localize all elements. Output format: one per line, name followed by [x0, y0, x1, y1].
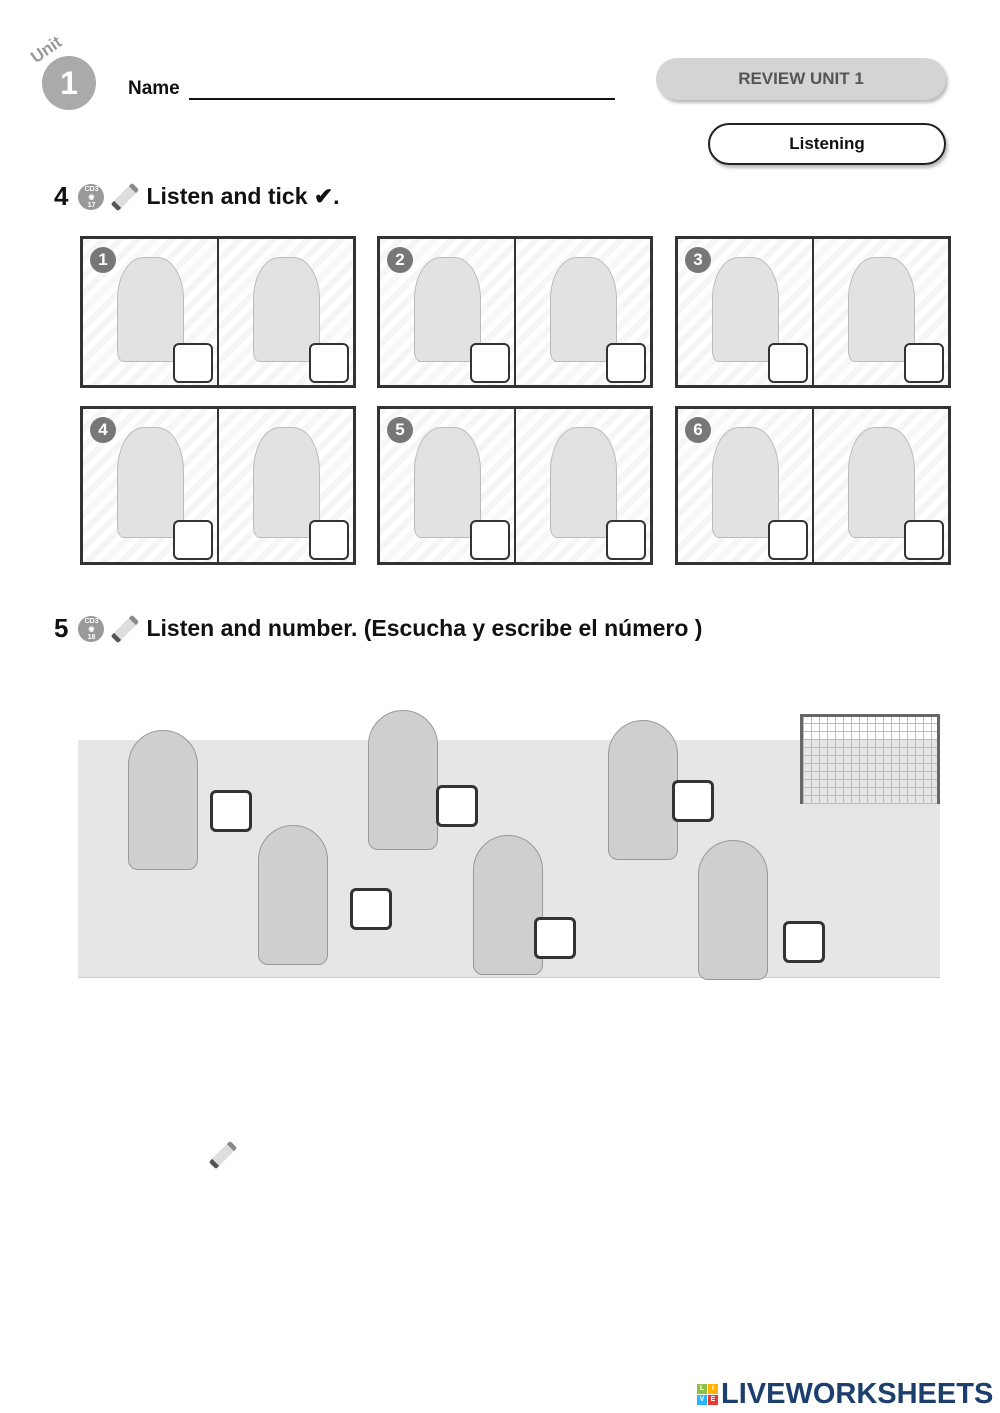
answer-box-6[interactable] [783, 921, 825, 963]
child-illustration [549, 256, 617, 362]
pencil-icon [111, 182, 140, 211]
cd-icon: CD3◉18 [78, 615, 105, 642]
child-illustration [711, 256, 779, 362]
picture-option-b [814, 239, 948, 385]
child-illustration [116, 256, 184, 362]
child-playing-football [698, 840, 768, 980]
tick-box-b[interactable] [606, 343, 646, 383]
logo-block: V [697, 1395, 707, 1405]
child-playing-marbles [258, 825, 328, 965]
child-illustration [549, 427, 617, 538]
tick-box-b[interactable] [904, 343, 944, 383]
child-juggling [368, 710, 438, 850]
child-illustration [116, 427, 184, 538]
child-illustration [711, 427, 779, 538]
listening-section-label: Listening [708, 123, 946, 165]
child-juggling-balls [608, 720, 678, 860]
panel-number: 1 [90, 247, 116, 273]
tick-box-b[interactable] [309, 520, 349, 560]
picture-option-a: 1 [83, 239, 219, 385]
name-label: Name [128, 78, 180, 99]
playground-illustration [78, 700, 940, 980]
exercise-4-title: 4 CD3◉17 Listen and tick ✔. [54, 181, 340, 212]
tick-box-a[interactable] [470, 343, 510, 383]
answer-box-2[interactable] [436, 785, 478, 827]
logo-block: L [697, 1384, 707, 1394]
picture-option-b [219, 409, 353, 562]
pencil-icon [111, 614, 140, 643]
picture-option-b [516, 409, 650, 562]
answer-box-5[interactable] [534, 917, 576, 959]
picture-panel-5: 5 [377, 406, 653, 565]
tick-box-b[interactable] [606, 520, 646, 560]
cd-label: CD3 [84, 185, 99, 193]
picture-option-a: 5 [380, 409, 516, 562]
picture-option-b [814, 409, 948, 562]
track-number: 18 [87, 633, 96, 641]
answer-box-1[interactable] [210, 790, 252, 832]
exercise-instruction: Listen and number. (Escucha y escribe el… [146, 615, 703, 641]
unit-number-badge: 1 [42, 56, 96, 110]
cd-icon: CD3◉17 [78, 183, 105, 210]
tick-box-a[interactable] [173, 343, 213, 383]
child-dancing-2 [473, 835, 543, 975]
exercise-5-title: 5 CD3◉18 Listen and number. (Escucha y e… [54, 613, 702, 644]
picture-panel-3: 3 [675, 236, 951, 388]
exercise-instruction: Listen and tick ✔. [146, 183, 340, 209]
picture-panel-2: 2 [377, 236, 653, 388]
answer-box-4[interactable] [350, 888, 392, 930]
panel-number: 4 [90, 417, 116, 443]
logo-text: LIVEWORKSHEETS [721, 1378, 994, 1410]
picture-option-a: 6 [678, 409, 814, 562]
exercise-number: 5 [54, 613, 69, 643]
child-dancing [128, 730, 198, 870]
logo-block: I [708, 1384, 718, 1394]
cd-label: CD3 [84, 617, 99, 625]
exercise-number: 4 [54, 181, 69, 211]
panel-number: 2 [387, 247, 413, 273]
answer-box-3[interactable] [672, 780, 714, 822]
child-illustration [252, 256, 320, 362]
panel-number: 5 [387, 417, 413, 443]
tick-box-a[interactable] [768, 343, 808, 383]
picture-panel-6: 6 [675, 406, 951, 565]
football-goal [800, 714, 940, 804]
picture-option-b [516, 239, 650, 385]
child-illustration [847, 427, 915, 538]
track-number: 17 [87, 201, 96, 209]
picture-option-a: 2 [380, 239, 516, 385]
name-field-line[interactable] [189, 98, 615, 100]
panel-number: 3 [685, 247, 711, 273]
tick-box-b[interactable] [309, 343, 349, 383]
child-illustration [413, 427, 481, 538]
picture-option-a: 4 [83, 409, 219, 562]
logo-block: E [708, 1395, 718, 1405]
child-illustration [252, 427, 320, 538]
picture-option-b [219, 239, 353, 385]
child-illustration [847, 256, 915, 362]
picture-panel-1: 1 [80, 236, 356, 388]
tick-box-a[interactable] [470, 520, 510, 560]
picture-panel-4: 4 [80, 406, 356, 565]
picture-option-a: 3 [678, 239, 814, 385]
tick-box-b[interactable] [904, 520, 944, 560]
tick-box-a[interactable] [768, 520, 808, 560]
panel-number: 6 [685, 417, 711, 443]
pencil-icon [208, 1140, 238, 1170]
tick-box-a[interactable] [173, 520, 213, 560]
review-unit-banner: REVIEW UNIT 1 [656, 58, 946, 100]
child-illustration [413, 256, 481, 362]
